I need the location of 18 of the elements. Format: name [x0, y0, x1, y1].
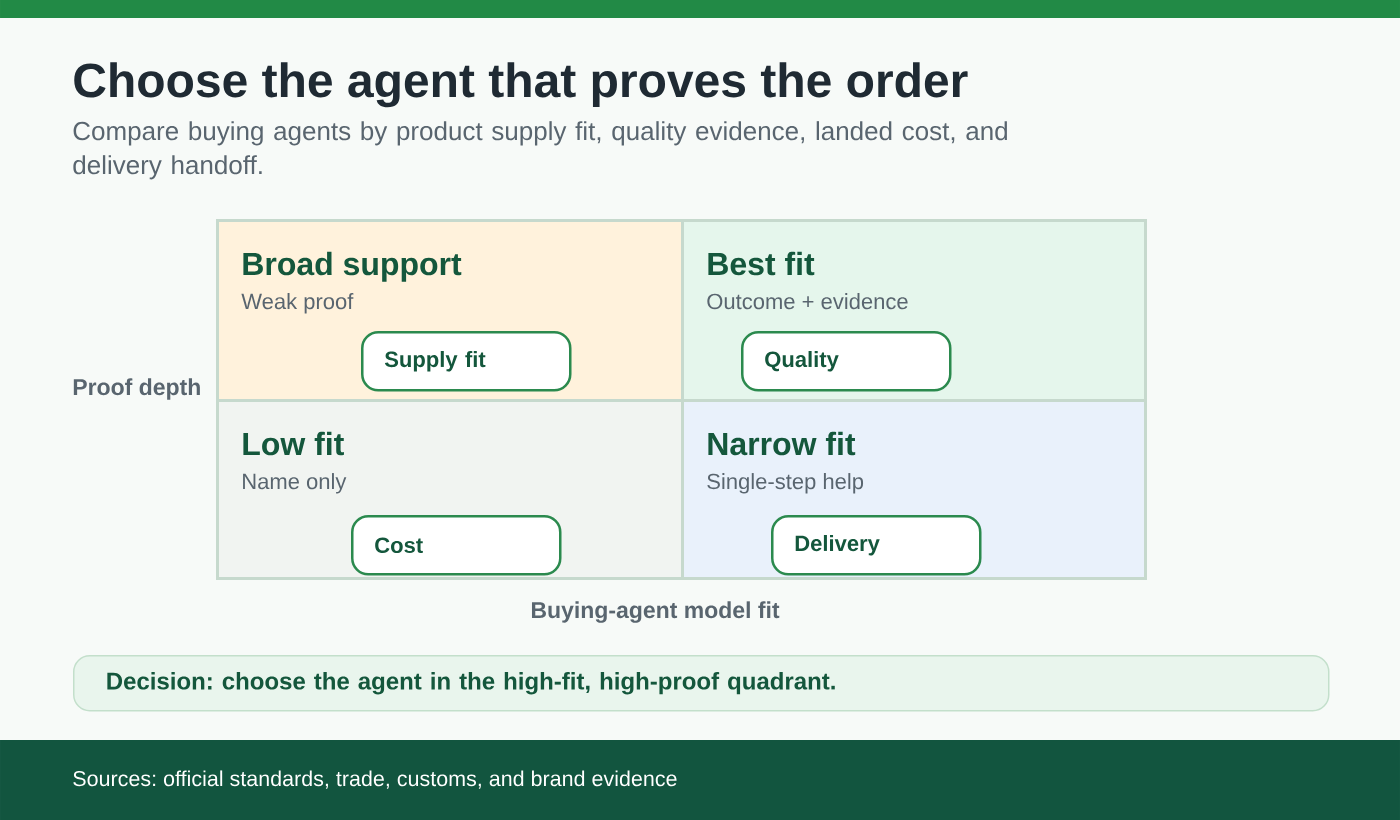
quadrant-subtext: Outcome + evidence — [707, 293, 908, 310]
tag: Quality — [741, 331, 952, 392]
quadrant-subtext: Weak proof — [241, 293, 354, 314]
tag: Supply fit — [361, 331, 572, 392]
quadrant-heading: Best fit — [708, 251, 815, 276]
tag: Delivery — [771, 515, 982, 576]
decision-banner: Decision: choose the agent in the high-fit, high-proof quadrant. — [73, 655, 1330, 712]
source-note: Sources: official standards, trade, customs, and brand evidence — [73, 770, 677, 789]
subtitle: Compare buying agents by product supply fit, quality evidence, landed cost, and delivery handoff. — [73, 121, 1007, 180]
quadrant-heading: Low fit — [243, 431, 344, 456]
quadrant-subtext: Single-step help — [707, 473, 864, 494]
quadrant-subtext: Name only — [243, 473, 347, 494]
tag: Cost — [351, 515, 562, 576]
title: Choose the agent that proves the order — [74, 62, 968, 108]
quadrant-heading: Narrow fit — [708, 431, 856, 456]
axis-label: Buying-agent model fit — [532, 601, 780, 623]
quadrant-heading: Broad support — [243, 251, 462, 282]
axis-label: Proof depth — [73, 378, 200, 400]
